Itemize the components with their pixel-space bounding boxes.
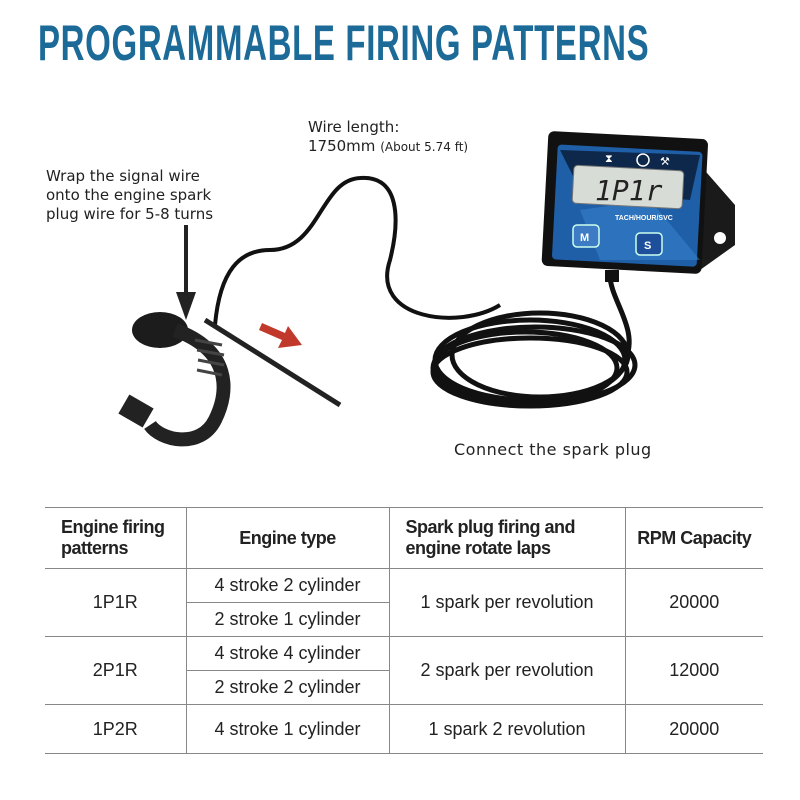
- wrap-line: onto the engine spark: [46, 186, 212, 204]
- table-row: 1P1R 4 stroke 2 cylinder 1 spark per rev…: [45, 568, 763, 637]
- wire-length-note: Wire length: 1750mm (About 5.74 ft): [308, 118, 468, 157]
- tachometer-device: 1P1r TACH/HOUR/SVC ⧗ ⚒ M S: [540, 131, 735, 282]
- header-engine-type: Engine type: [185, 507, 390, 569]
- engine-type-cell: 2 stroke 1 cylinder: [186, 602, 389, 637]
- engine-type-cell: 2 stroke 2 cylinder: [186, 670, 389, 705]
- header-rpm-capacity: RPM Capacity: [624, 507, 763, 569]
- spark-cell: 1 spark 2 revolution: [388, 704, 626, 754]
- m-button[interactable]: [572, 224, 600, 248]
- wire-length-value: 1750mm: [308, 137, 376, 155]
- page-title: PROGRAMMABLE FIRING PATTERNS: [38, 15, 650, 71]
- red-arrow-icon: [259, 323, 302, 348]
- pattern-cell: 1P2R: [45, 704, 187, 754]
- rpm-cell: 20000: [624, 568, 763, 637]
- connect-label: Connect the spark plug: [454, 440, 652, 459]
- wire-length-label: Wire length:: [308, 118, 400, 136]
- s-button[interactable]: [635, 232, 663, 256]
- rpm-gauge-icon: [636, 153, 650, 167]
- hourglass-icon: ⧗: [605, 153, 613, 165]
- m-button-label: M: [580, 232, 589, 244]
- firing-patterns-table: Engine firing patterns Engine type Spark…: [45, 507, 763, 754]
- header-spark-laps: Spark plug firing and engine rotate laps: [388, 507, 626, 569]
- wrap-line: Wrap the signal wire: [46, 167, 200, 185]
- spark-plug-boot: [118, 312, 342, 447]
- device-model-label: TACH/HOUR/SVC: [615, 215, 673, 222]
- rpm-cell: 20000: [624, 704, 763, 754]
- wrap-instruction: Wrap the signal wire onto the engine spa…: [46, 167, 213, 224]
- pattern-cell: 2P1R: [45, 636, 187, 705]
- product-illustration: 1P1r TACH/HOUR/SVC ⧗ ⚒ M S: [118, 131, 735, 447]
- wire-length-feet: (About 5.74 ft): [380, 140, 469, 154]
- spark-cell: 2 spark per revolution: [388, 636, 626, 705]
- table-row: 2 stroke 1 cylinder: [45, 602, 763, 637]
- engine-type-cell: 4 stroke 2 cylinder: [185, 568, 390, 603]
- spark-cell: 1 spark per revolution: [388, 568, 626, 637]
- engine-type-cell: 4 stroke 1 cylinder: [185, 704, 390, 754]
- table-header-row: Engine firing patterns Engine type Spark…: [45, 507, 763, 569]
- rpm-cell: 12000: [624, 636, 763, 705]
- signal-wire: [213, 175, 502, 326]
- device-display: 1P1r: [595, 174, 663, 207]
- wrap-line: plug wire for 5-8 turns: [46, 205, 214, 223]
- wrench-gear-icon: ⚒: [660, 156, 670, 168]
- header-firing-patterns: Engine firing patterns: [45, 507, 187, 569]
- s-button-label: S: [644, 240, 651, 252]
- pattern-cell: 1P1R: [45, 568, 187, 637]
- table-row: 2P1R 4 stroke 4 cylinder 2 spark per rev…: [45, 636, 763, 705]
- table-row: 2 stroke 2 cylinder: [45, 670, 763, 705]
- table-row: 1P2R 4 stroke 1 cylinder 1 spark 2 revol…: [45, 704, 763, 754]
- coiled-wire: [430, 274, 638, 409]
- engine-type-cell: 4 stroke 4 cylinder: [185, 636, 390, 671]
- down-arrow-icon: [176, 225, 196, 320]
